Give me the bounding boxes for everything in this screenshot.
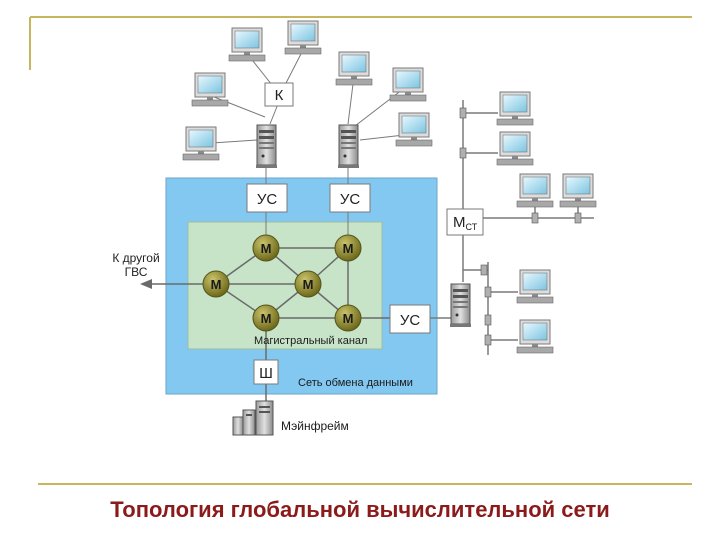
comm-node-box-left <box>246 183 288 213</box>
comm-node-label-left: УС <box>257 191 278 208</box>
bus-tap-icon <box>459 107 467 119</box>
switch-node: М <box>334 234 362 262</box>
switch-node: М <box>334 304 362 332</box>
switch-node: М <box>252 304 280 332</box>
computer-icon <box>516 319 554 354</box>
backbone-label: Магистральный канал <box>254 335 367 347</box>
slide-title: Топология глобальной вычислительной сети <box>110 497 610 522</box>
other-gvs-label-line2: ГВС <box>125 265 148 279</box>
bus-tap-icon <box>459 147 467 159</box>
server-icon <box>337 124 360 169</box>
gateway-box <box>253 359 279 385</box>
svg-text:М: М <box>343 311 354 326</box>
other-gvs-label-line1: К другой <box>112 251 159 265</box>
computer-icon <box>395 112 433 147</box>
bus-tap-icon <box>531 212 539 224</box>
comm-node-box-right <box>389 304 431 334</box>
concentrator-label: К <box>275 87 284 104</box>
server-icon <box>255 124 278 169</box>
svg-text:М: М <box>303 277 314 292</box>
pc-links <box>208 49 414 238</box>
computer-icon <box>191 72 229 107</box>
bus-tap-icon <box>480 264 488 276</box>
computer-icon <box>284 20 322 55</box>
computer-icon <box>228 27 266 62</box>
comm-node-label-right: УС <box>400 312 421 329</box>
switch-node: М <box>252 234 280 262</box>
mainframe-label: Мэйнфрейм <box>281 419 349 433</box>
network-label: Сеть обмена данными <box>298 377 413 389</box>
bridge-label: МСТ <box>453 214 478 232</box>
computer-icon <box>389 67 427 102</box>
svg-text:М: М <box>261 241 272 256</box>
computer-icon <box>335 51 373 86</box>
bridge-box <box>446 208 484 236</box>
comm-node-label-mid: УС <box>340 191 361 208</box>
computer-icon <box>496 131 534 166</box>
bus-tap-icon <box>484 314 492 326</box>
concentrator-box <box>264 82 294 107</box>
arrow-left-icon <box>140 279 152 289</box>
computer-icon <box>496 91 534 126</box>
bus-tap-icon <box>574 212 582 224</box>
svg-text:М: М <box>343 241 354 256</box>
gateway-label: Ш <box>259 365 273 382</box>
bus-tap-icon <box>484 334 492 346</box>
computer-icon <box>182 126 220 161</box>
svg-text:М: М <box>211 277 222 292</box>
mainframe-icon <box>232 400 274 436</box>
server-icon <box>449 283 472 328</box>
comm-node-box-mid <box>329 183 371 213</box>
switch-node: М <box>202 270 230 298</box>
bus-tap-icon <box>484 286 492 298</box>
switch-node: М <box>294 270 322 298</box>
computer-icon <box>516 173 554 208</box>
svg-text:М: М <box>261 311 272 326</box>
computer-icon <box>559 173 597 208</box>
computer-icon <box>516 269 554 304</box>
